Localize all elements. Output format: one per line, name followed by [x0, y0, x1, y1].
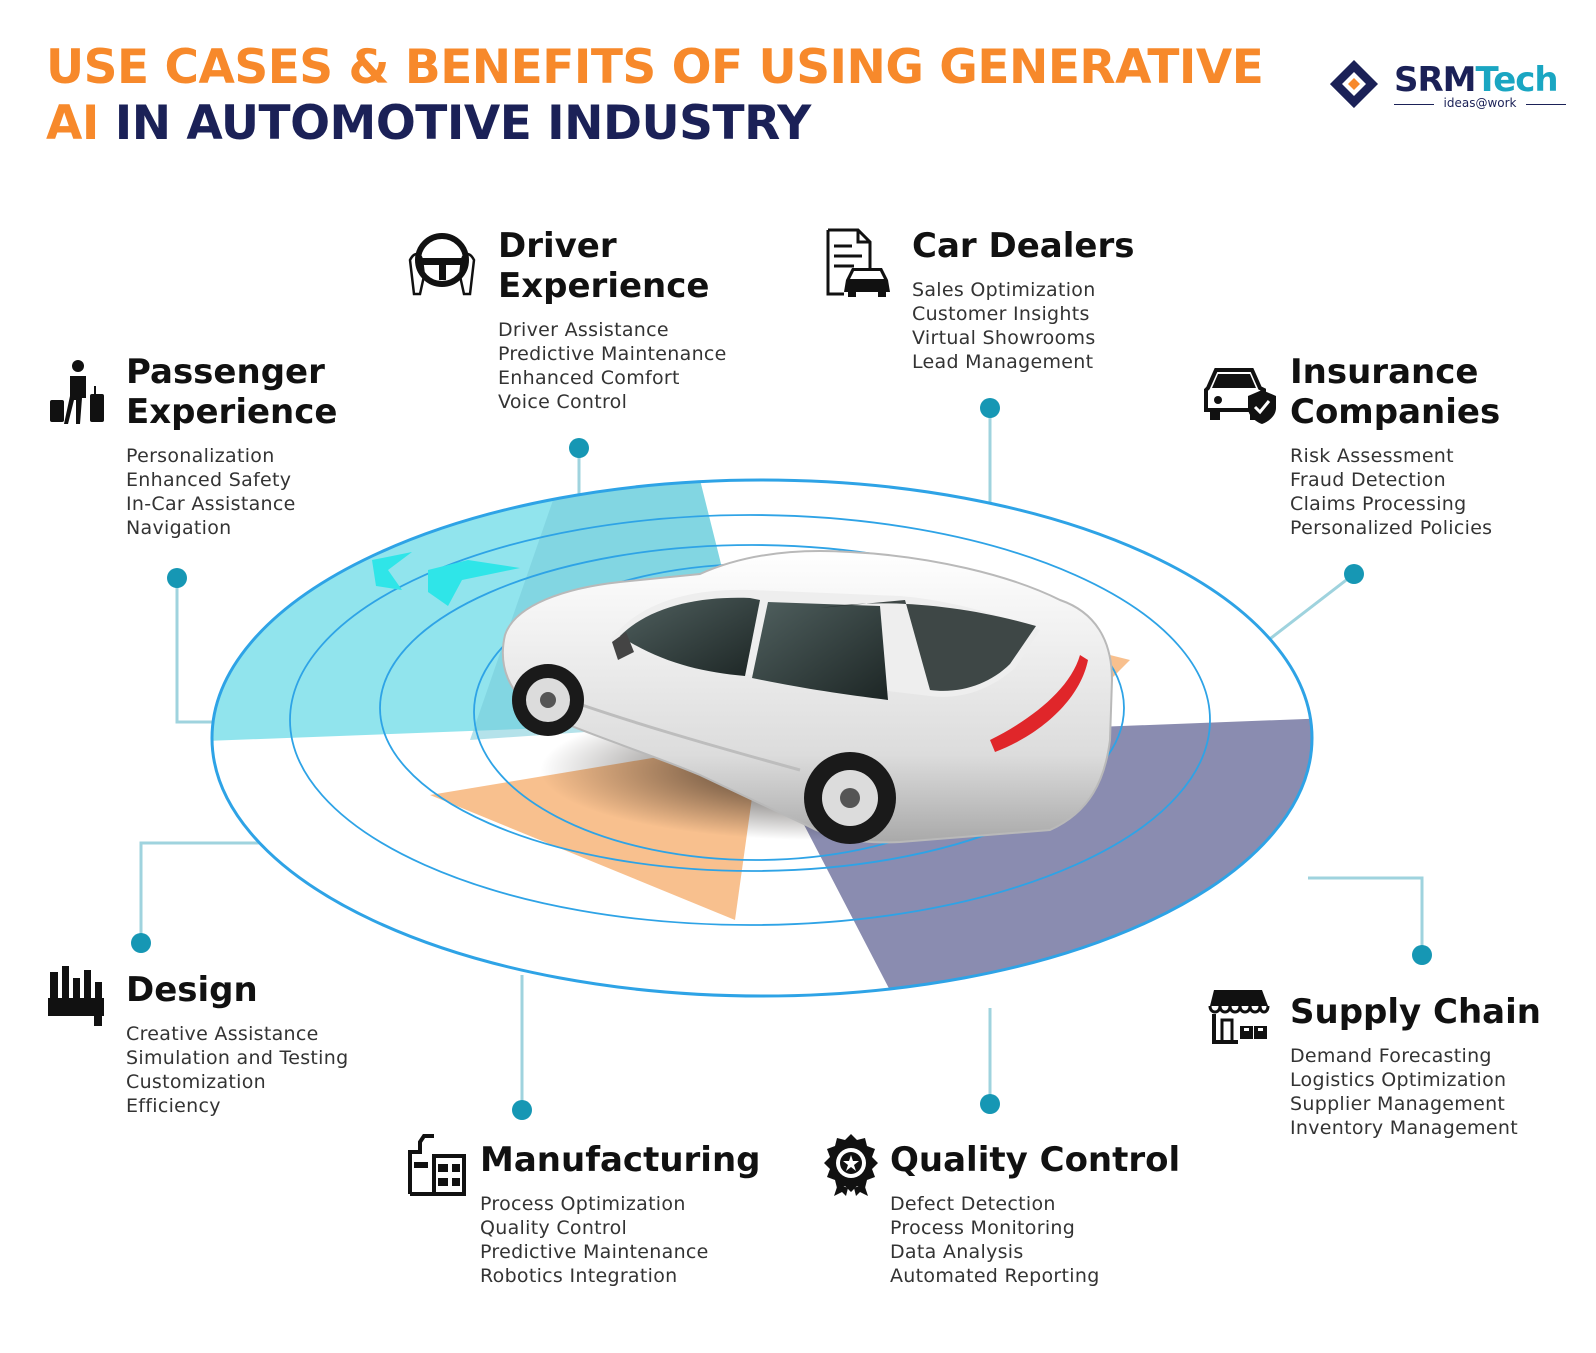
- driver-title-line-2: Experience: [498, 266, 710, 306]
- connector-insurance: [1261, 572, 1355, 647]
- title-ai: AI: [46, 96, 99, 151]
- design-list: Creative Assistance Simulation and Testi…: [126, 1022, 348, 1118]
- dot-driver: [569, 438, 589, 458]
- dealers-list: Sales Optimization Customer Insights Vir…: [912, 278, 1134, 374]
- supply-list: Demand Forecasting Logistics Optimizatio…: [1290, 1044, 1541, 1140]
- traveler-luggage-icon: [50, 360, 104, 424]
- title-line-1: USE CASES & BENEFITS OF USING GENERATIVE: [46, 40, 1264, 95]
- passenger-title-line-2: Experience: [126, 392, 338, 432]
- list-item: Voice Control: [498, 391, 628, 413]
- list-item: Sales Optimization: [912, 279, 1096, 301]
- list-item: Navigation: [126, 517, 232, 539]
- steering-wheel-icon: [408, 233, 476, 296]
- list-item: Enhanced Safety: [126, 469, 292, 491]
- dot-supply: [1412, 945, 1432, 965]
- dot-passenger: [167, 568, 187, 588]
- list-item: Demand Forecasting: [1290, 1045, 1492, 1067]
- list-item: Process Monitoring: [890, 1217, 1076, 1239]
- list-item: Driver Assistance: [498, 319, 669, 341]
- dot-quality: [980, 1094, 1000, 1114]
- car-shield-icon: [1204, 368, 1276, 424]
- connector-dots: [131, 398, 1432, 1120]
- quality-title: Quality Control: [890, 1140, 1181, 1180]
- insurance-title-line-1: Insurance: [1290, 352, 1479, 392]
- list-item: Lead Management: [912, 351, 1094, 373]
- list-item: Claims Processing: [1290, 493, 1467, 515]
- connector-supply: [1308, 876, 1424, 955]
- list-item: Customer Insights: [912, 303, 1090, 325]
- list-item: Fraud Detection: [1290, 469, 1446, 491]
- srmtech-mark-icon: [1330, 60, 1378, 108]
- connector-design: [139, 841, 270, 943]
- list-item: Predictive Maintenance: [498, 343, 727, 365]
- ring-outer: [210, 478, 1314, 998]
- passenger-title-line-1: Passenger: [126, 352, 325, 392]
- insurance-title-line-2: Companies: [1290, 392, 1501, 432]
- driver-list: Driver Assistance Predictive Maintenance…: [498, 318, 727, 414]
- dealers-title: Car Dealers: [912, 226, 1135, 266]
- list-item: Data Analysis: [890, 1241, 1024, 1263]
- driver-title-line-1: Driver: [498, 226, 617, 266]
- list-item: Virtual Showrooms: [912, 327, 1096, 349]
- design-tools-icon: [48, 966, 104, 1026]
- list-item: Personalization: [126, 445, 275, 467]
- list-item: Creative Assistance: [126, 1023, 319, 1045]
- title-line-2: IN AUTOMOTIVE INDUSTRY: [114, 96, 811, 151]
- list-item: Risk Assessment: [1290, 445, 1454, 467]
- logo-tagline: ideas@work: [1394, 96, 1566, 110]
- list-item: Efficiency: [126, 1095, 221, 1117]
- list-item: Robotics Integration: [480, 1265, 678, 1287]
- dot-insurance: [1344, 564, 1364, 584]
- page-title: USE CASES & BENEFITS OF USING GENERATIVE…: [46, 40, 1286, 152]
- list-item: Logistics Optimization: [1290, 1069, 1507, 1091]
- list-item: Enhanced Comfort: [498, 367, 680, 389]
- design-title: Design: [126, 970, 258, 1010]
- list-item: Personalized Policies: [1290, 517, 1493, 539]
- list-item: Simulation and Testing: [126, 1047, 349, 1069]
- storefront-boxes-icon: [1208, 990, 1270, 1044]
- quality-list: Defect Detection Process Monitoring Data…: [890, 1192, 1180, 1288]
- list-item: Inventory Management: [1290, 1117, 1518, 1139]
- list-item: Predictive Maintenance: [480, 1241, 709, 1263]
- list-item: Quality Control: [480, 1217, 628, 1239]
- srmtech-logo: SRMTech ideas@work: [1328, 58, 1568, 118]
- manufacturing-list: Process Optimization Quality Control Pre…: [480, 1192, 761, 1288]
- dot-manufacturing: [512, 1100, 532, 1120]
- car-document-icon: [826, 228, 890, 297]
- chevron-arrows-icon: [372, 552, 520, 606]
- factory-icon: [408, 1134, 466, 1196]
- quality-badge-icon: [824, 1134, 878, 1196]
- dot-design: [131, 933, 151, 953]
- list-item: Supplier Management: [1290, 1093, 1506, 1115]
- insurance-list: Risk Assessment Fraud Detection Claims P…: [1290, 444, 1500, 540]
- ring-2: [379, 544, 1125, 872]
- supply-title: Supply Chain: [1290, 992, 1541, 1032]
- passenger-list: Personalization Enhanced Safety In-Car A…: [126, 444, 337, 540]
- list-item: Customization: [126, 1071, 266, 1093]
- manufacturing-title: Manufacturing: [480, 1140, 761, 1180]
- list-item: Process Optimization: [480, 1193, 686, 1215]
- ring-3: [289, 514, 1211, 926]
- list-item: Automated Reporting: [890, 1265, 1100, 1287]
- list-item: In-Car Assistance: [126, 493, 296, 515]
- logo-wordmark: SRMTech: [1394, 60, 1559, 100]
- car-illustration: [501, 549, 1114, 844]
- dot-dealers: [980, 398, 1000, 418]
- list-item: Defect Detection: [890, 1193, 1056, 1215]
